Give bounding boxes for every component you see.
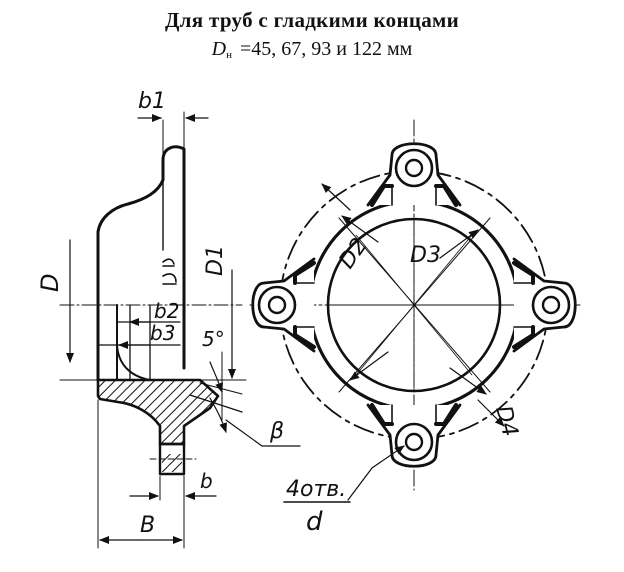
drawing-title: Для труб с гладкими концами — [164, 8, 460, 32]
label-5deg: 5° — [202, 327, 225, 351]
section-hatch — [96, 378, 220, 446]
lug-left — [251, 257, 316, 353]
label-D4: D4 — [490, 403, 522, 439]
lug-bottom — [366, 403, 462, 468]
label-beta: β — [269, 419, 284, 444]
label-D2: D2 — [334, 234, 372, 274]
subtitle-symbol: D — [211, 38, 227, 60]
lug-top — [366, 142, 462, 207]
label-b: b — [200, 469, 213, 493]
label-D3: D3 — [410, 243, 441, 268]
section-view — [59, 111, 301, 549]
label-b1: b1 — [138, 89, 166, 114]
label-D1: D1 — [203, 245, 228, 276]
label-D: D — [36, 274, 64, 292]
lug-right — [512, 257, 577, 353]
front-view — [249, 119, 581, 503]
flange-outer-profile — [96, 145, 186, 370]
drawing-subtitle: Dн =45, 67, 93 и 122 мм — [0, 38, 624, 61]
subtitle-subscript: н — [226, 49, 233, 61]
label-holes: 4отв. — [286, 477, 346, 502]
taper-line — [189, 394, 243, 413]
bolt-recess-upper — [162, 258, 175, 267]
label-B: B — [140, 513, 155, 538]
lug-hatch — [162, 454, 182, 472]
subtitle-values: =45, 67, 93 и 122 мм — [235, 38, 413, 60]
label-b3: b3 — [150, 321, 175, 345]
label-b2: b2 — [154, 299, 179, 323]
bolt-recess-lower — [162, 273, 177, 285]
flange-inner-profile — [116, 304, 151, 381]
label-d: d — [306, 507, 323, 537]
